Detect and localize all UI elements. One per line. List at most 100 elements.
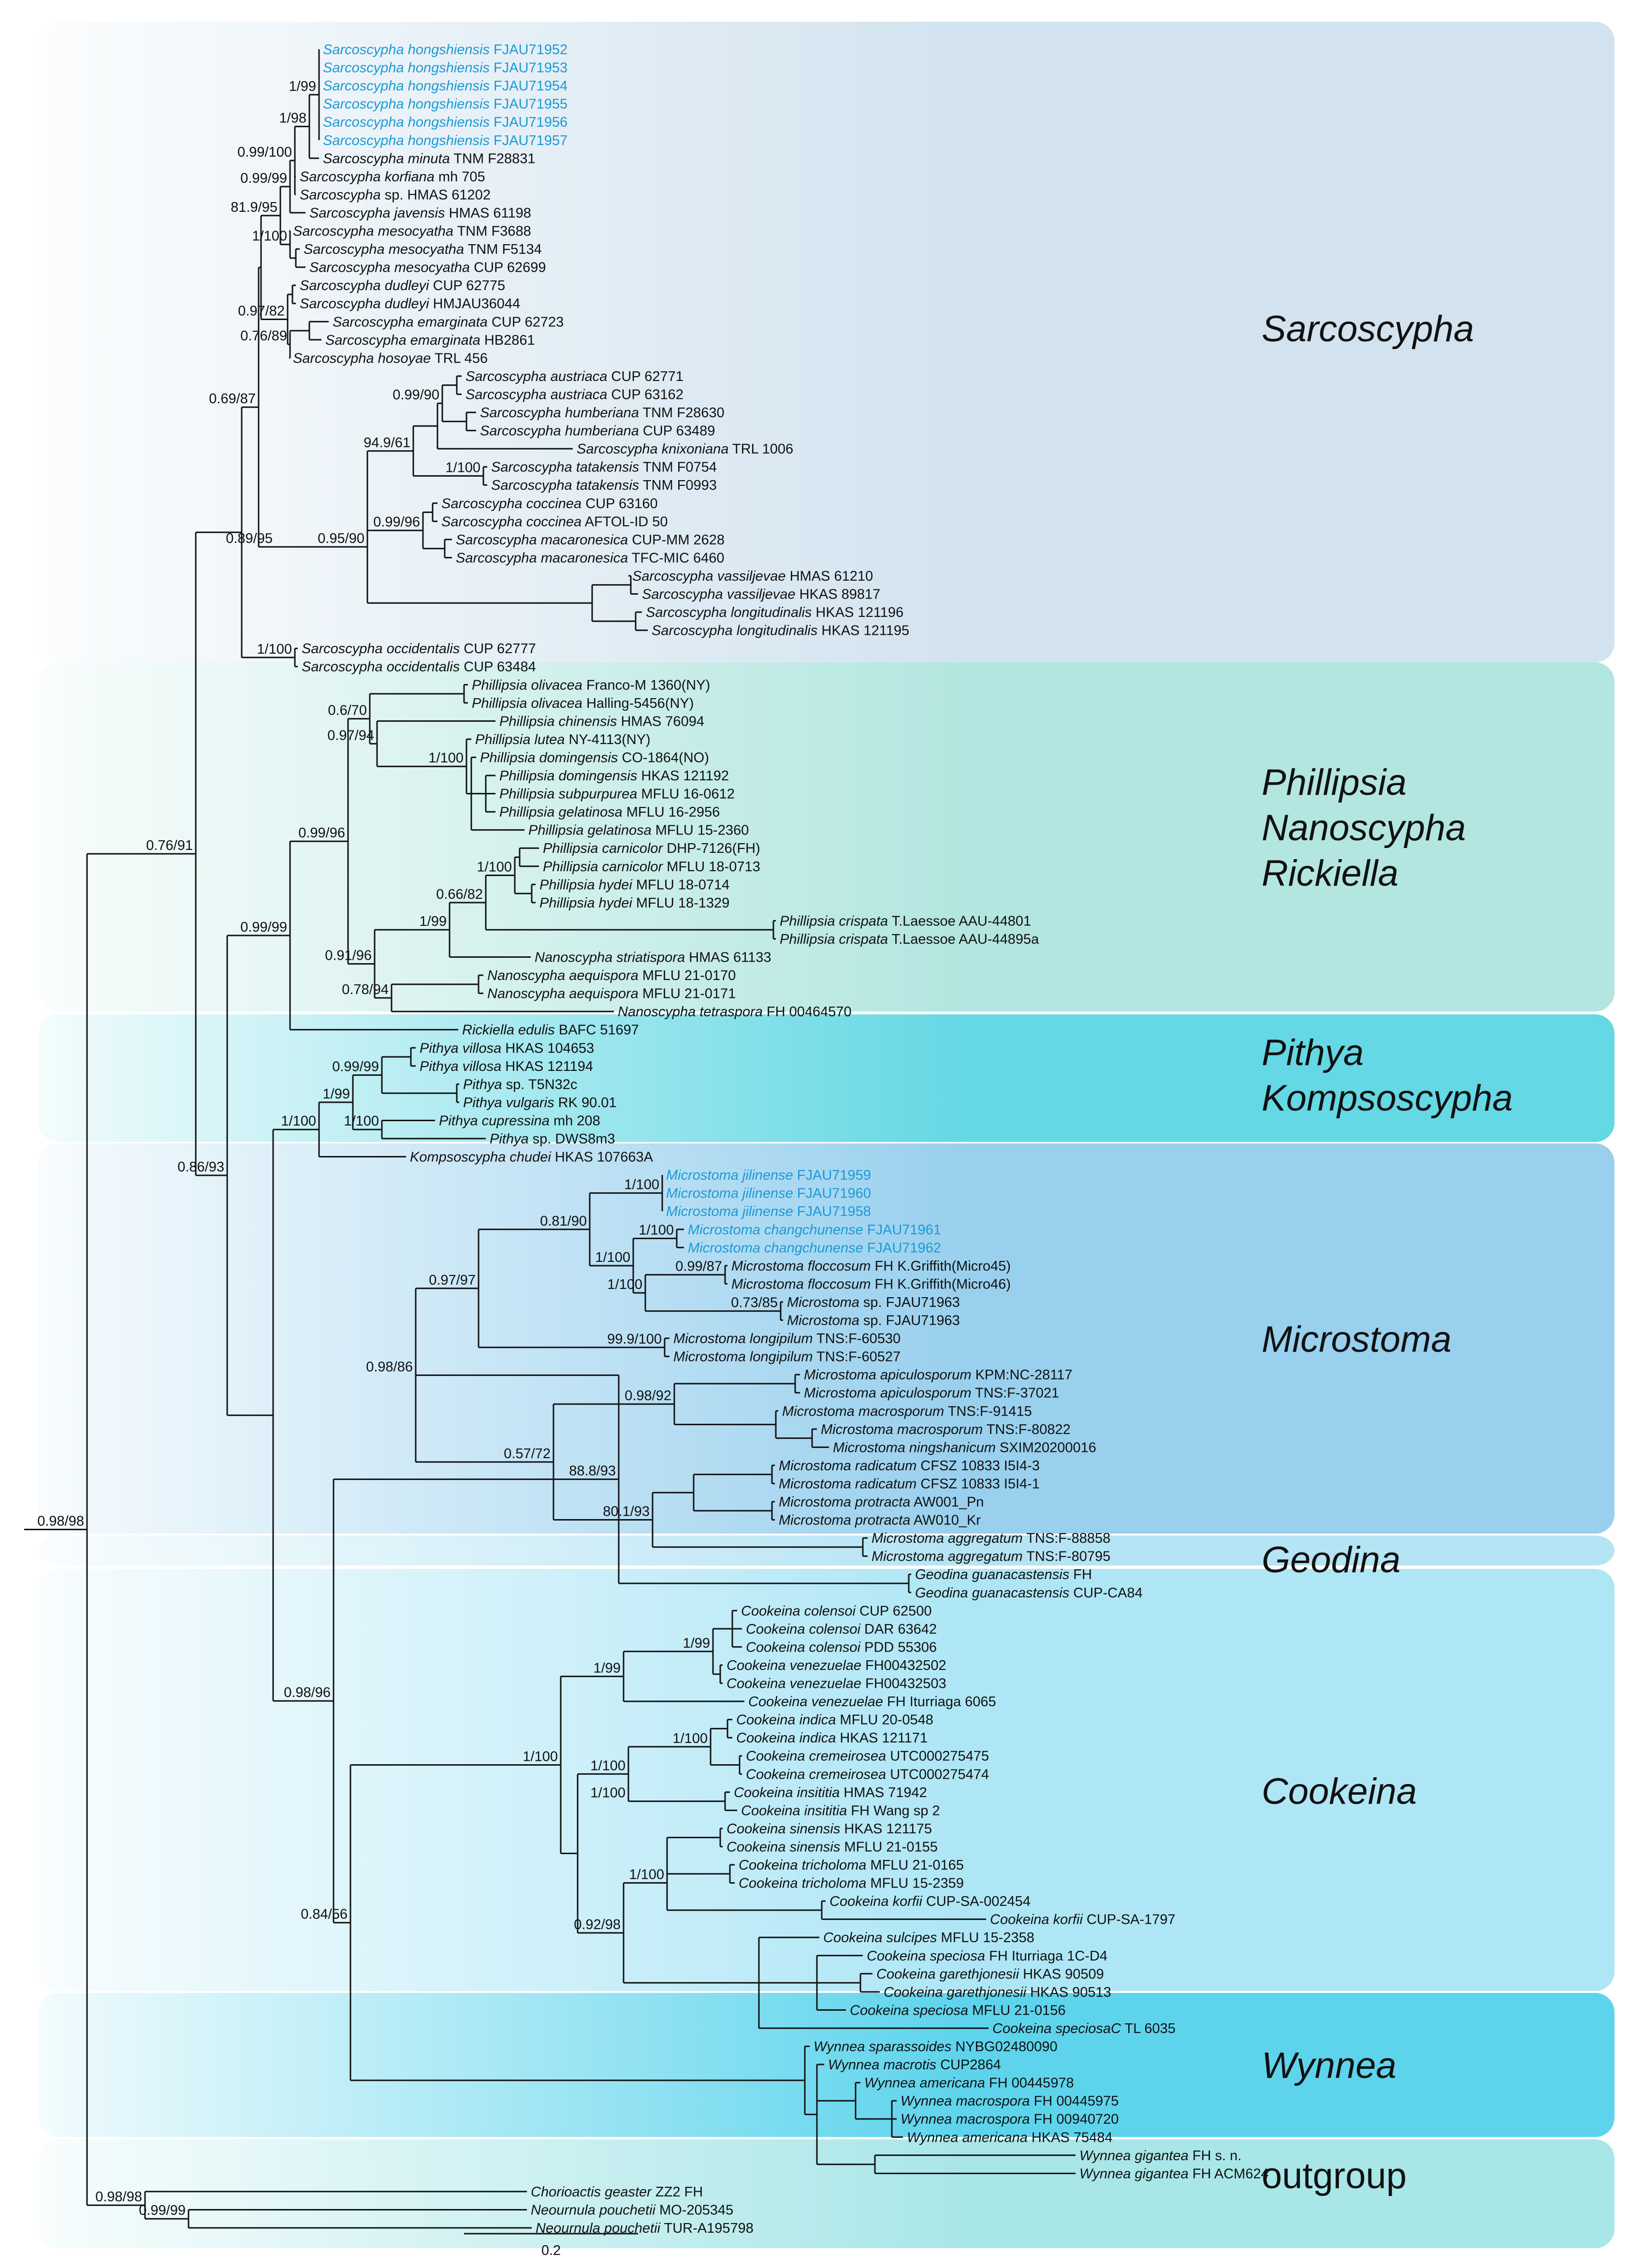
tip-label: Phillipsia subpurpurea MFLU 16-0612: [499, 787, 735, 802]
support-value: 0.99/99: [240, 920, 287, 935]
clade-label-outgroup: outgroup: [1262, 2155, 1407, 2196]
support-value: 0.99/99: [240, 171, 287, 186]
tip-label: Nanoscypha tetraspora FH 00464570: [618, 1004, 852, 1020]
tip-label: Phillipsia domingensis CO-1864(NO): [480, 750, 709, 765]
support-value: 0.99/87: [675, 1259, 722, 1274]
tip-label: Sarcoscypha coccinea AFTOL-ID 50: [441, 514, 668, 529]
support-value: 1/100: [252, 229, 287, 244]
support-value: 0.99/90: [393, 387, 439, 403]
support-value: 0.84/56: [301, 1907, 348, 1922]
support-value: 0.76/91: [146, 838, 193, 853]
tip-label: Pithya sp. T5N32c: [463, 1077, 577, 1092]
support-value: 1/100: [477, 860, 512, 875]
tip-label: Cookeina colensoi DAR 63642: [746, 1622, 937, 1637]
clade-label-geodina: Geodina: [1262, 1539, 1400, 1580]
support-value: 0.89/95: [226, 531, 273, 546]
tip-label: Sarcoscypha mesocyatha TNM F5134: [304, 242, 542, 257]
tip-label: Nanoscypha aequispora MFLU 21-0171: [487, 986, 736, 1002]
tip-label: Microstoma radicatum CFSZ 10833 I5I4-3: [779, 1458, 1040, 1474]
tip-label: Cookeina sulcipes MFLU 15-2358: [823, 1930, 1034, 1946]
tip-label: Phillipsia hydei MFLU 18-1329: [539, 895, 729, 911]
support-value: 1/99: [323, 1086, 350, 1102]
support-value: 80.1/93: [603, 1504, 650, 1520]
support-value: 0.73/85: [731, 1295, 778, 1311]
support-value: 0.92/98: [574, 1917, 621, 1932]
tip-label: Geodina guanacastensis FH: [915, 1567, 1092, 1582]
tip-label: Sarcoscypha macaronesica CUP-MM 2628: [456, 532, 725, 548]
tip-label: Cookeina venezuelae FH00432503: [727, 1676, 946, 1692]
tip-label: Wynnea macrospora FH 00940720: [901, 2112, 1119, 2127]
support-value: 0.98/96: [284, 1685, 331, 1700]
support-value: 81.9/95: [231, 200, 277, 215]
tip-label: Phillipsia lutea NY-4113(NY): [475, 732, 651, 747]
support-value: 1/100: [595, 1250, 630, 1265]
tip-label: Microstoma longipilum TNS:F-60530: [673, 1331, 901, 1346]
support-value: 0.98/98: [95, 2189, 142, 2205]
tip-label: Nanoscypha aequispora MFLU 21-0170: [487, 968, 736, 983]
tip-label: Sarcoscypha macaronesica TFC-MIC 6460: [456, 550, 725, 566]
support-value: 0.97/94: [327, 728, 374, 743]
tip-label: Microstoma radicatum CFSZ 10833 I5I4-1: [779, 1476, 1040, 1492]
tip-label: Wynnea gigantea FH s. n.: [1079, 2148, 1241, 2164]
tip-label: Microstoma apiculosporum KPM:NC-28117: [804, 1367, 1073, 1383]
tip-label: Cookeina cremeirosea UTC000275474: [746, 1767, 989, 1782]
support-value: 94.9/61: [364, 435, 410, 451]
tip-label: Sarcoscypha vassiljevae HMAS 61210: [632, 569, 873, 584]
support-value: 0.98/98: [37, 1514, 84, 1529]
tip-label: Wynnea macrospora FH 00445975: [901, 2093, 1119, 2109]
tip-label: Cookeina insititia HMAS 71942: [734, 1785, 927, 1800]
support-value: 0.98/86: [366, 1359, 413, 1375]
support-value: 1/100: [590, 1758, 625, 1773]
clade-label-phillipsia: Rickiella: [1262, 853, 1398, 894]
support-value: 0.86/93: [177, 1159, 224, 1175]
clade-label-phillipsia: Nanoscypha: [1262, 807, 1466, 849]
tip-label: Geodina guanacastensis CUP-CA84: [915, 1585, 1143, 1601]
tip-label: Sarcoscypha minuta TNM F28831: [323, 151, 536, 166]
tip-label: Microstoma aggregatum TNS:F-88858: [872, 1531, 1110, 1546]
tip-labels: Sarcoscypha hongshiensis FJAU71952Sarcos…: [293, 42, 1269, 2236]
tip-label: Cookeina sinensis HKAS 121175: [727, 1821, 932, 1837]
tip-label: Nanoscypha striatispora HMAS 61133: [535, 950, 771, 966]
tip-label: Microstoma macrosporum TNS:F-80822: [821, 1422, 1071, 1437]
support-value: 1/100: [281, 1113, 316, 1129]
tip-label: Microstoma macrosporum TNS:F-91415: [782, 1404, 1032, 1419]
support-value: 1/99: [683, 1636, 710, 1651]
tip-label: Wynnea americana HKAS 75484: [907, 2130, 1113, 2145]
tip-label: Phillipsia carnicolor MFLU 18-0713: [543, 859, 760, 875]
support-value: 0.78/94: [342, 982, 389, 997]
tip-label: Sarcoscypha humberiana CUP 63489: [480, 424, 715, 439]
tip-label: Cookeina garethjonesii HKAS 90509: [876, 1966, 1104, 1982]
tip-label: Pithya villosa HKAS 104653: [420, 1040, 594, 1056]
tip-label: Sarcoscypha hongshiensis FJAU71956: [323, 115, 567, 130]
tip-label: Sarcoscypha emarginata HB2861: [325, 333, 535, 348]
support-value: 1/100: [672, 1731, 708, 1746]
tip-label: Phillipsia domingensis HKAS 121192: [499, 768, 729, 784]
tip-label: Cookeina garethjonesii HKAS 90513: [884, 1985, 1111, 2000]
clade-label-sarcoscypha: Sarcoscypha: [1262, 308, 1474, 350]
scale-bar-label: 0.2: [541, 2243, 561, 2258]
tip-label: Wynnea gigantea FH ACM624: [1079, 2166, 1269, 2181]
tip-label: Microstoma protracta AW010_Kr: [779, 1513, 981, 1528]
tip-label: Sarcoscypha hongshiensis FJAU71954: [323, 78, 567, 94]
clade-labels: SarcoscyphaPhillipsiaNanoscyphaRickiella…: [1262, 308, 1513, 2196]
support-value: 0.99/96: [298, 825, 345, 841]
tip-label: Sarcoscypha vassiljevae HKAS 89817: [642, 587, 880, 602]
support-value: 1/99: [594, 1660, 621, 1676]
support-value: 1/98: [279, 111, 306, 126]
support-value: 0.57/72: [504, 1446, 551, 1462]
tip-label: Phillipsia olivacea Franco-M 1360(NY): [472, 677, 710, 693]
tip-label: Pithya sp. DWS8m3: [490, 1131, 615, 1147]
support-value: 0.98/92: [625, 1388, 671, 1404]
tip-label: Sarcoscypha occidentalis CUP 62777: [302, 641, 536, 657]
support-value: 0.95/90: [318, 531, 364, 546]
support-value: 0.69/87: [209, 391, 256, 407]
tip-label: Microstoma sp. FJAU71963: [787, 1295, 960, 1310]
support-value: 0.66/82: [436, 887, 483, 902]
tip-label: Sarcoscypha austriaca CUP 63162: [465, 387, 684, 402]
tip-label: Sarcoscypha emarginata CUP 62723: [333, 314, 564, 330]
tip-label: Microstoma ningshanicum SXIM20200016: [833, 1440, 1096, 1455]
support-value: 1/100: [624, 1177, 659, 1193]
tip-label: Sarcoscypha hongshiensis FJAU71952: [323, 42, 567, 58]
tip-label: Microstoma longipilum TNS:F-60527: [673, 1349, 901, 1365]
